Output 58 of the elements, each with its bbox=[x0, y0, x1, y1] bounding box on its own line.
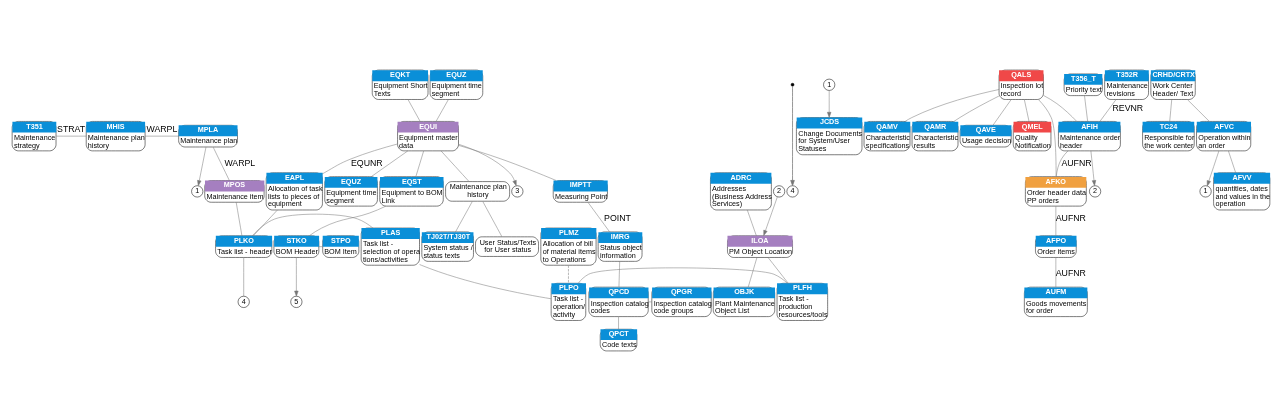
connector bbox=[458, 144, 557, 181]
edge-label: POINT bbox=[604, 212, 631, 223]
connector bbox=[618, 260, 620, 287]
arrow bbox=[1206, 150, 1220, 186]
arrow bbox=[827, 89, 832, 118]
connector bbox=[1024, 98, 1030, 122]
connector bbox=[407, 98, 421, 122]
connector bbox=[252, 213, 374, 236]
connector bbox=[992, 98, 1012, 125]
connector bbox=[455, 200, 473, 232]
connector bbox=[747, 256, 758, 287]
edge-label: AUFNR bbox=[1055, 267, 1086, 278]
connector bbox=[618, 315, 619, 329]
edge-label: WARPL bbox=[146, 123, 178, 134]
edge-label: REVNR bbox=[1112, 102, 1144, 113]
connector bbox=[482, 200, 503, 237]
connector bbox=[212, 146, 230, 181]
arrow bbox=[458, 143, 517, 186]
connector bbox=[144, 135, 179, 136]
connector bbox=[767, 256, 789, 283]
connector bbox=[1169, 98, 1172, 122]
edge-label: STRAT bbox=[57, 123, 86, 134]
arrow bbox=[294, 256, 299, 296]
connector bbox=[1187, 98, 1210, 122]
edge-label: EQUNR bbox=[351, 157, 383, 168]
connector bbox=[1055, 205, 1057, 236]
connector bbox=[440, 150, 470, 182]
connector bbox=[1055, 150, 1069, 177]
connector bbox=[1228, 150, 1236, 173]
edge-label: AUFNR bbox=[1055, 212, 1086, 223]
connector bbox=[904, 88, 1000, 122]
connector bbox=[253, 209, 278, 236]
edge-label: AUFNR bbox=[1061, 157, 1092, 168]
arrow bbox=[197, 146, 207, 186]
connector bbox=[953, 95, 1000, 122]
connector bbox=[578, 267, 788, 284]
connector bbox=[1038, 98, 1057, 177]
connector bbox=[415, 150, 424, 177]
connector bbox=[235, 201, 243, 236]
connector bbox=[243, 256, 244, 296]
connector bbox=[747, 209, 757, 236]
arrow bbox=[790, 85, 795, 186]
connector bbox=[322, 143, 398, 174]
connector bbox=[318, 245, 323, 247]
connector bbox=[419, 263, 552, 299]
connector bbox=[568, 264, 569, 283]
arrow bbox=[1090, 150, 1097, 186]
edge-label: WARPL bbox=[224, 157, 256, 168]
connector bbox=[587, 201, 610, 232]
connector bbox=[1043, 94, 1078, 122]
connector bbox=[371, 150, 409, 177]
arrow bbox=[763, 196, 778, 236]
connector bbox=[309, 205, 386, 236]
connector bbox=[1099, 98, 1117, 122]
connector bbox=[55, 135, 87, 136]
connector bbox=[1055, 256, 1057, 287]
connector bbox=[435, 98, 449, 122]
connector bbox=[1084, 94, 1088, 122]
